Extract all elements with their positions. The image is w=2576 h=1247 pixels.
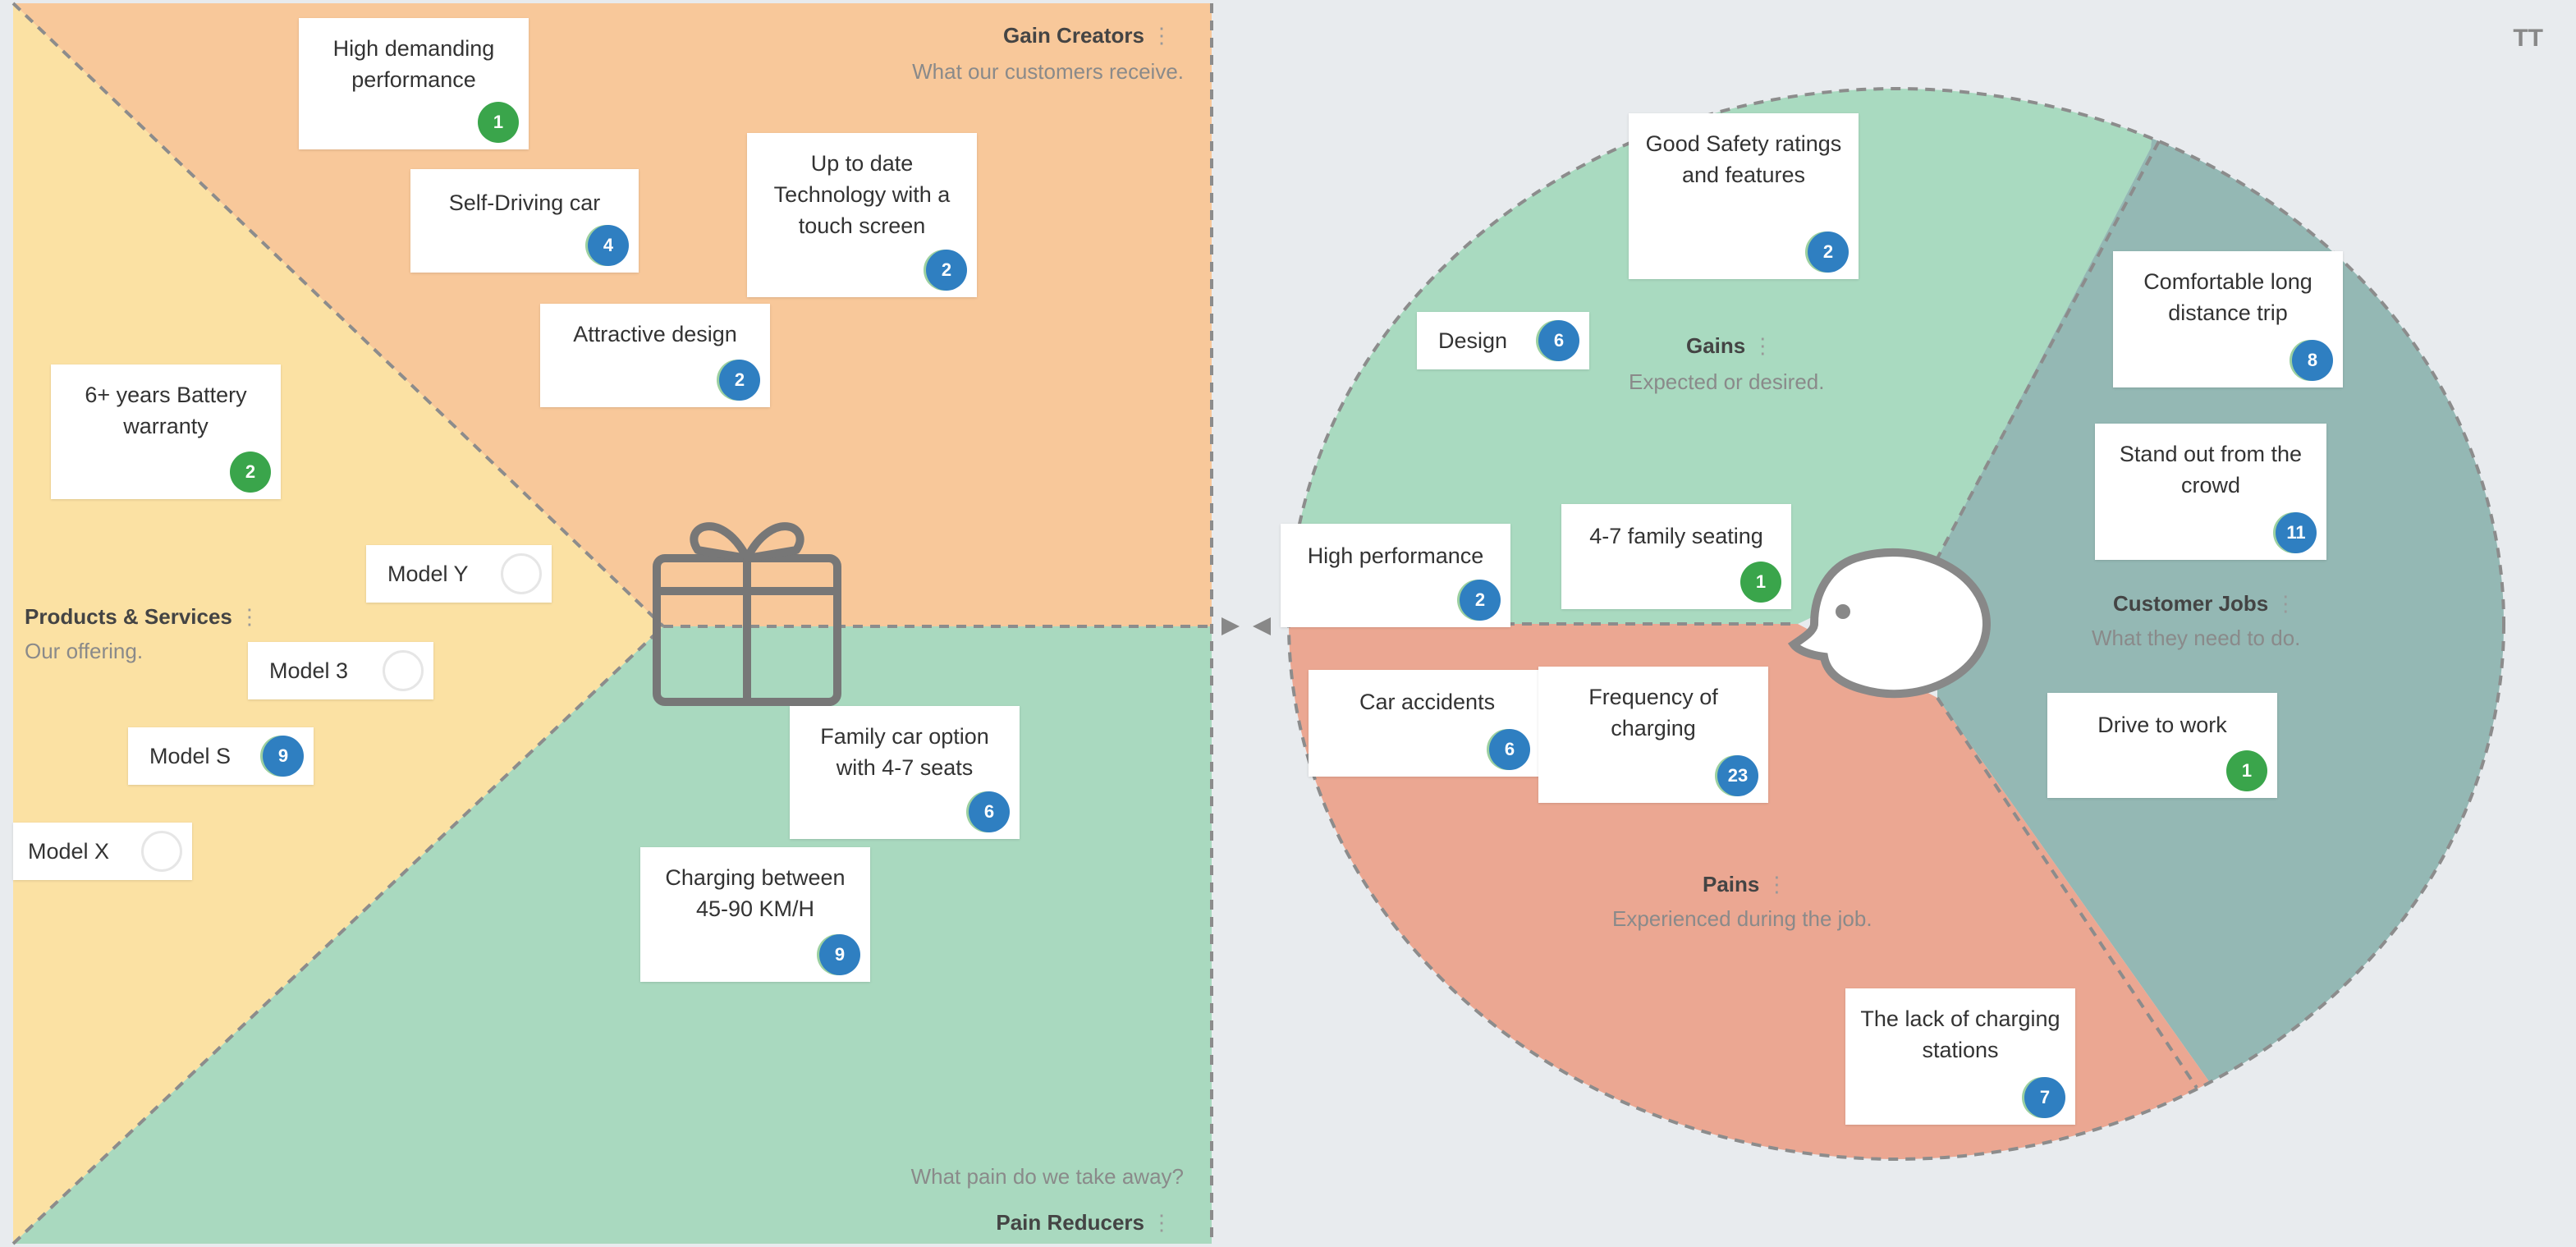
- card-text: Attractive design: [573, 322, 737, 346]
- card-frequency-of-charging[interactable]: Frequency of charging 23: [1538, 667, 1768, 803]
- card-text: Model 3: [269, 658, 349, 683]
- card-design[interactable]: Design 6: [1417, 312, 1589, 369]
- more-icon[interactable]: ⋮: [2275, 591, 2296, 616]
- products-services-title-text: Products & Services: [25, 604, 232, 629]
- gains-title[interactable]: Gains⋮: [1686, 333, 1773, 359]
- card-count-badge[interactable]: 6: [969, 791, 1010, 832]
- gains-subtitle: Expected or desired.: [1629, 369, 1825, 394]
- card-count-badge[interactable]: 11: [2276, 512, 2317, 553]
- gains-title-text: Gains: [1686, 333, 1746, 358]
- card-high-demanding-performance[interactable]: High demanding performance 1: [299, 18, 529, 149]
- card-count-badge[interactable]: 6: [1489, 729, 1530, 770]
- card-charging-between[interactable]: Charging between 45-90 KM/H 9: [640, 847, 870, 982]
- card-up-to-date-technology[interactable]: Up to date Technology with a touch scree…: [747, 133, 977, 297]
- card-text: 4-7 family seating: [1589, 524, 1763, 548]
- card-count-badge[interactable]: 8: [2292, 340, 2333, 381]
- card-text: Self-Driving car: [448, 190, 601, 215]
- pains-title[interactable]: Pains⋮: [1703, 872, 1787, 897]
- card-stand-out-from-crowd[interactable]: Stand out from the crowd 11: [2095, 424, 2326, 560]
- card-text: High performance: [1307, 543, 1484, 568]
- more-icon[interactable]: ⋮: [238, 604, 260, 629]
- card-lack-of-charging-stations[interactable]: The lack of charging stations 7: [1845, 988, 2075, 1125]
- gain-creators-title[interactable]: Gain Creators ⋮: [1003, 23, 1172, 48]
- card-model-y[interactable]: Model Y: [366, 545, 552, 603]
- card-text: Model Y: [387, 562, 469, 586]
- card-text: Charging between 45-90 KM/H: [665, 865, 846, 921]
- card-text: Design: [1438, 328, 1508, 353]
- customer-jobs-title[interactable]: Customer Jobs⋮: [2113, 591, 2296, 617]
- card-comfortable-long-distance-trip[interactable]: Comfortable long distance trip 8: [2113, 251, 2343, 387]
- more-icon[interactable]: ⋮: [1752, 333, 1773, 358]
- fit-arrows: [1222, 617, 1271, 635]
- card-text: Good Safety ratings and features: [1645, 131, 1842, 187]
- card-count-badge[interactable]: 2: [719, 360, 760, 401]
- text-size-icon[interactable]: TT: [2513, 25, 2543, 52]
- card-text: Model S: [149, 744, 231, 768]
- products-services-zone: [13, 3, 663, 1244]
- pain-reducers-title[interactable]: Pain Reducers ⋮: [996, 1210, 1172, 1236]
- pain-reducers-subtitle: What pain do we take away?: [910, 1164, 1184, 1189]
- more-icon[interactable]: ⋮: [1766, 872, 1787, 896]
- card-count-badge[interactable]: 9: [819, 934, 860, 975]
- card-family-car-option[interactable]: Family car option with 4-7 seats 6: [790, 706, 1020, 839]
- gain-creators-subtitle: What our customers receive.: [912, 59, 1184, 84]
- customer-jobs-title-text: Customer Jobs: [2113, 591, 2269, 616]
- card-attractive-design[interactable]: Attractive design 2: [540, 304, 770, 407]
- products-services-title[interactable]: Products & Services⋮: [25, 604, 260, 630]
- gain-creators-title-text: Gain Creators: [1003, 23, 1144, 48]
- card-count-badge[interactable]: [141, 831, 182, 872]
- card-text: High demanding performance: [332, 36, 495, 92]
- card-count-badge[interactable]: [501, 553, 542, 594]
- more-icon[interactable]: ⋮: [1151, 1210, 1172, 1235]
- card-text: The lack of charging stations: [1860, 1006, 2060, 1062]
- gift-icon: [653, 522, 841, 706]
- card-text: Car accidents: [1359, 690, 1496, 714]
- card-self-driving-car[interactable]: Self-Driving car 4: [410, 169, 639, 273]
- card-count-badge[interactable]: 2: [1460, 580, 1501, 621]
- more-icon[interactable]: ⋮: [1151, 23, 1172, 48]
- card-family-seating[interactable]: 4-7 family seating 1: [1561, 504, 1791, 609]
- card-count-badge[interactable]: 2: [230, 452, 271, 493]
- customer-face-icon: [1787, 548, 1992, 699]
- pains-title-text: Pains: [1703, 872, 1760, 896]
- products-services-subtitle: Our offering.: [25, 639, 144, 663]
- pains-subtitle: Experienced during the job.: [1612, 906, 1872, 931]
- card-model-x[interactable]: Model X: [13, 823, 192, 880]
- card-model-3[interactable]: Model 3: [248, 642, 433, 699]
- card-text: Stand out from the crowd: [2119, 442, 2303, 497]
- card-text: Model X: [28, 839, 110, 864]
- card-car-accidents[interactable]: Car accidents 6: [1309, 670, 1540, 777]
- card-high-performance[interactable]: High performance 2: [1281, 524, 1510, 627]
- card-text: Comfortable long distance trip: [2143, 269, 2312, 325]
- card-count-badge[interactable]: 6: [1538, 320, 1579, 361]
- customer-jobs-subtitle: What they need to do.: [2092, 626, 2301, 650]
- card-count-badge[interactable]: 1: [2226, 750, 2267, 791]
- card-count-badge[interactable]: 9: [263, 736, 304, 777]
- card-count-badge[interactable]: 7: [2024, 1077, 2065, 1118]
- card-count-badge[interactable]: 23: [1717, 755, 1758, 796]
- card-count-badge[interactable]: 1: [478, 102, 519, 143]
- card-count-badge[interactable]: [383, 650, 424, 691]
- card-text: Family car option with 4-7 seats: [820, 724, 989, 780]
- card-text: Drive to work: [2097, 713, 2227, 737]
- card-count-badge[interactable]: 1: [1740, 562, 1781, 603]
- card-good-safety-ratings[interactable]: Good Safety ratings and features 2: [1629, 113, 1859, 279]
- card-text: Frequency of charging: [1588, 685, 1718, 740]
- card-text: 6+ years Battery warranty: [85, 383, 247, 438]
- card-count-badge[interactable]: 2: [1808, 232, 1849, 273]
- card-battery-warranty[interactable]: 6+ years Battery warranty 2: [51, 364, 281, 499]
- card-count-badge[interactable]: 4: [588, 225, 629, 266]
- card-model-s[interactable]: Model S 9: [128, 727, 314, 785]
- card-text: Up to date Technology with a touch scree…: [773, 151, 951, 238]
- card-drive-to-work[interactable]: Drive to work 1: [2047, 693, 2277, 798]
- pain-reducers-title-text: Pain Reducers: [996, 1210, 1144, 1235]
- card-count-badge[interactable]: 2: [926, 250, 967, 291]
